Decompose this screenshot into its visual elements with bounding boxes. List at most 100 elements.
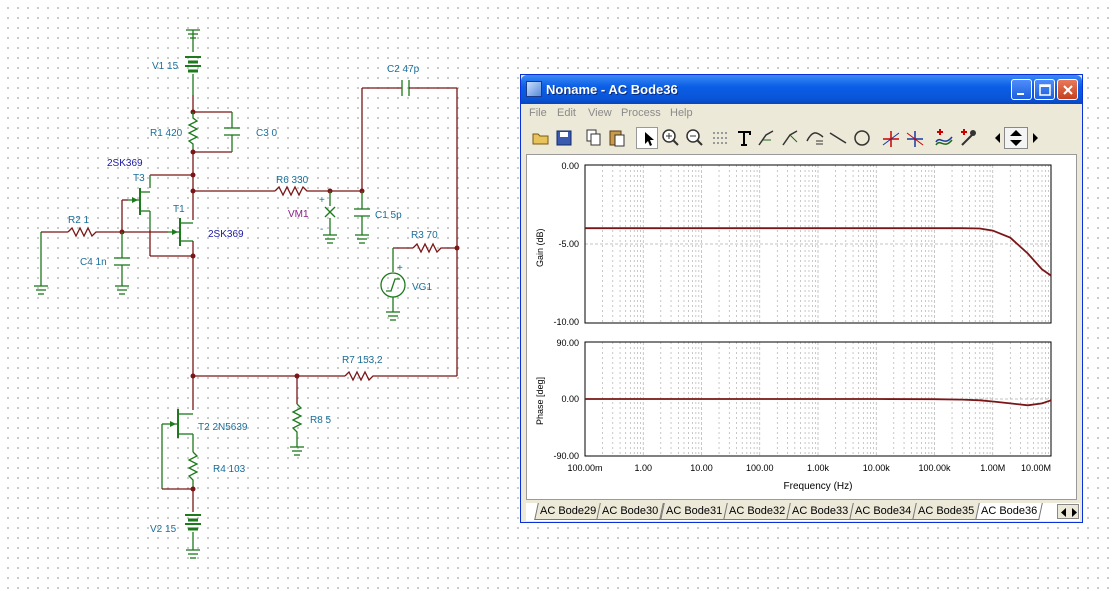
r3-label: R3 70 [411, 230, 438, 241]
arrow-right-icon[interactable] [1030, 127, 1042, 149]
bode-plot-area[interactable]: 0.00 -5.00 -10.00 Gain (dB) 90.00 0.00 -… [526, 154, 1077, 500]
t1-label: T1 [173, 204, 185, 215]
bode-plot-svg[interactable]: 0.00 -5.00 -10.00 Gain (dB) 90.00 0.00 -… [527, 155, 1076, 499]
marker-a-icon[interactable] [880, 127, 902, 149]
eyedropper-icon[interactable] [957, 127, 979, 149]
vm1-label: VM1 [288, 209, 309, 220]
arrow-left-icon[interactable] [991, 127, 1003, 149]
gain-ytick-label: -10.00 [553, 317, 579, 327]
phase-ytick-label: 0.00 [561, 394, 579, 404]
v2-battery[interactable] [185, 489, 201, 559]
r6-label: R6 330 [276, 175, 309, 186]
x-tick-label: 100.00 [746, 463, 774, 473]
c2-label: C2 47p [387, 64, 420, 75]
r2-label: R2 1 [68, 215, 90, 226]
zoom-in-icon[interactable] [660, 127, 682, 149]
phase-axis-label: Phase [deg] [535, 377, 545, 425]
circuit-schematic[interactable]: V1 15 R1 420 C3 0 2SK369 T3 R6 330 VM1 + [0, 0, 520, 591]
tab-label: AC Bode35 [918, 505, 975, 517]
add-curve-icon[interactable] [933, 127, 955, 149]
tab-label: AC Bode30 [602, 505, 659, 517]
tab-label: AC Bode32 [729, 505, 786, 517]
tab-scroll-buttons[interactable] [1057, 504, 1079, 519]
tab-ac-bode30[interactable]: AC Bode30 [596, 503, 665, 520]
vm1-meter[interactable] [323, 191, 337, 244]
cursor-b-icon[interactable] [780, 127, 802, 149]
marker-b-icon[interactable] [904, 127, 926, 149]
t1-model-label: 2SK369 [208, 229, 244, 240]
line-icon[interactable] [827, 127, 849, 149]
tab-ac-bode35[interactable]: AC Bode35 [912, 503, 981, 520]
c3-label: C3 0 [256, 128, 278, 139]
text-icon[interactable] [733, 127, 755, 149]
grid-icon[interactable] [709, 127, 731, 149]
r8-label: R8 5 [310, 415, 332, 426]
open-icon[interactable] [530, 127, 552, 149]
bode-window[interactable]: Noname - AC Bode36 File Edit View Proces… [520, 74, 1083, 523]
phase-ytick-label: -90.00 [553, 451, 579, 461]
tab-label: AC Bode34 [855, 505, 912, 517]
tab-strip: AC Bode29 AC Bode30 AC Bode31 AC Bode32 … [526, 503, 1080, 521]
tab-ac-bode31[interactable]: AC Bode31 [660, 503, 729, 520]
circle-icon[interactable] [851, 127, 873, 149]
t3-label: T3 [133, 173, 145, 184]
title-bar[interactable]: Noname - AC Bode36 [521, 75, 1082, 104]
tab-label: AC Bode36 [981, 505, 1038, 517]
t2-label: T2 2N5639 [198, 422, 248, 433]
menu-bar: File Edit View Process Help [521, 105, 1082, 123]
maximize-button[interactable] [1034, 79, 1055, 100]
zoom-100-icon[interactable] [684, 127, 706, 149]
paste-icon[interactable] [606, 127, 628, 149]
c1-label: C1 5p [375, 210, 402, 221]
app-icon [526, 81, 542, 97]
vg1-label: VG1 [412, 282, 432, 293]
phase-curve [585, 398, 1052, 407]
vg1-plus: + [397, 263, 403, 274]
save-icon[interactable] [553, 127, 575, 149]
vm1-plus: + [319, 195, 325, 206]
tab-ac-bode33[interactable]: AC Bode33 [786, 503, 855, 520]
x-tick-label: 1.00M [980, 463, 1005, 473]
x-tick-label: 1.00k [807, 463, 830, 473]
x-tick-labels: 100.00m 1.00 10.00 100.00 1.00k 10.00k 100.00k… [567, 463, 1051, 473]
menu-process[interactable]: Process [621, 107, 661, 119]
gain-curve [585, 227, 1052, 277]
gain-ytick-label: 0.00 [561, 161, 579, 171]
close-button[interactable] [1057, 79, 1078, 100]
cursor-a-icon[interactable] [756, 127, 778, 149]
v1-battery[interactable] [185, 29, 201, 95]
menu-file[interactable]: File [529, 107, 547, 119]
x-tick-label: 100.00m [567, 463, 602, 473]
c4-label: C4 1n [80, 257, 107, 268]
gain-axis-label: Gain (dB) [535, 228, 545, 267]
x-tick-label: 10.00k [863, 463, 891, 473]
tab-ac-bode32[interactable]: AC Bode32 [723, 503, 792, 520]
copy-icon[interactable] [583, 127, 605, 149]
line-tool-icon[interactable] [804, 127, 826, 149]
tab-ac-bode34[interactable]: AC Bode34 [849, 503, 918, 520]
r7-label: R7 153,2 [342, 355, 383, 366]
phase-ytick-label: 90.00 [556, 338, 579, 348]
tab-label: AC Bode29 [540, 505, 597, 517]
menu-help[interactable]: Help [670, 107, 693, 119]
tab-label: AC Bode31 [666, 505, 723, 517]
pointer-icon[interactable] [636, 127, 658, 149]
v2-label: V2 15 [150, 524, 177, 535]
x-tick-label: 100.00k [918, 463, 951, 473]
minimize-button[interactable] [1011, 79, 1032, 100]
vm1-minus: - [320, 224, 323, 235]
menu-edit[interactable]: Edit [557, 107, 576, 119]
menu-view[interactable]: View [588, 107, 612, 119]
gain-plot-frame [584, 164, 1052, 324]
arrow-updown-icon[interactable] [1004, 127, 1028, 149]
x-tick-label: 1.00 [634, 463, 652, 473]
x-tick-label: 10.00M [1021, 463, 1051, 473]
window-title: Noname - AC Bode36 [546, 82, 678, 97]
tab-ac-bode29[interactable]: AC Bode29 [534, 503, 603, 520]
x-tick-label: 10.00 [690, 463, 713, 473]
tab-ac-bode36[interactable]: AC Bode36 [975, 503, 1044, 520]
x-axis-label: Frequency (Hz) [784, 481, 853, 492]
tab-label: AC Bode33 [792, 505, 849, 517]
t3-model-label: 2SK369 [107, 158, 143, 169]
r1-label: R1 420 [150, 128, 183, 139]
